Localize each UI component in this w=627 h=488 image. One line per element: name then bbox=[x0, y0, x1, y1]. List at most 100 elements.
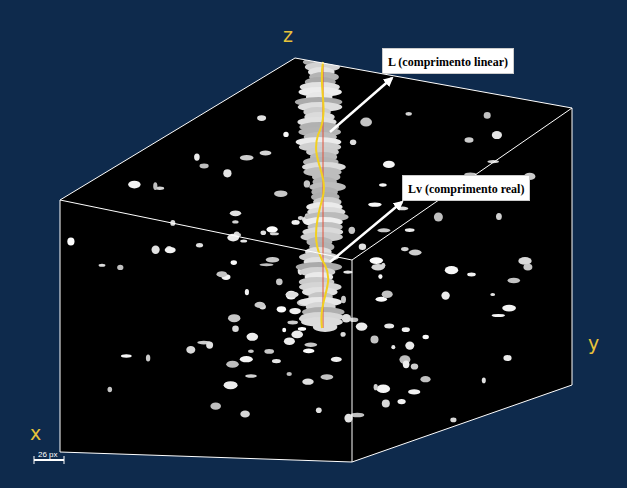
pore-blob bbox=[397, 207, 408, 211]
pore-blob bbox=[382, 291, 393, 299]
pore-blob bbox=[467, 273, 476, 277]
pore-blob bbox=[223, 169, 231, 177]
pore-blob bbox=[289, 308, 301, 314]
pore-blobs bbox=[67, 112, 535, 423]
pore-blob bbox=[231, 260, 237, 265]
pore-blob bbox=[401, 247, 409, 251]
pore-blob bbox=[276, 278, 283, 285]
pore-blob bbox=[287, 321, 298, 325]
pore-blob bbox=[371, 335, 379, 343]
pore-blob bbox=[210, 403, 221, 410]
pore-blob bbox=[266, 257, 280, 263]
pore-blob bbox=[287, 372, 292, 376]
pore-blob bbox=[240, 239, 247, 242]
pore-blob bbox=[200, 164, 209, 169]
pore-blob bbox=[331, 357, 342, 362]
pore-blob bbox=[186, 346, 195, 354]
pore-blob bbox=[391, 345, 395, 349]
pore-blob bbox=[121, 354, 132, 357]
pore-blob bbox=[523, 264, 532, 271]
pore-blob bbox=[230, 210, 241, 216]
pore-blob bbox=[374, 384, 378, 390]
pore-slice bbox=[313, 322, 337, 332]
pore-blob bbox=[274, 190, 287, 197]
pore-blob bbox=[170, 120, 178, 127]
pore-blob bbox=[316, 408, 322, 414]
pore-blob bbox=[378, 274, 382, 279]
pore-blob bbox=[152, 246, 160, 254]
pore-blob bbox=[283, 132, 288, 137]
pore-blob bbox=[272, 359, 281, 363]
pore-blob bbox=[518, 257, 531, 265]
pore-blob bbox=[245, 374, 257, 378]
pore-blob bbox=[484, 112, 491, 119]
pore-blob bbox=[257, 115, 266, 121]
pore-blob bbox=[368, 202, 382, 206]
pore-blob bbox=[411, 363, 418, 369]
pore-blob bbox=[370, 257, 383, 264]
pore-blob bbox=[350, 140, 356, 146]
pore-blob bbox=[248, 350, 254, 353]
scale-bar-tick bbox=[34, 456, 35, 464]
pore-blob bbox=[405, 341, 414, 349]
pore-blob bbox=[146, 355, 150, 362]
pore-blob bbox=[492, 314, 505, 317]
pore-blob bbox=[232, 220, 238, 223]
pore-blob bbox=[245, 289, 249, 295]
pore-blob bbox=[403, 360, 410, 368]
pore-blob bbox=[405, 228, 415, 232]
axis-label: x bbox=[30, 422, 41, 444]
pore-blob bbox=[434, 213, 443, 222]
pore-blob bbox=[508, 278, 521, 284]
pore-blob bbox=[304, 180, 310, 187]
pore-blob bbox=[377, 385, 391, 394]
pore-blob bbox=[247, 333, 259, 341]
pore-blob bbox=[267, 226, 278, 233]
pore-blob bbox=[282, 328, 286, 332]
pore-blob bbox=[261, 230, 267, 235]
pore-blob bbox=[277, 306, 286, 312]
pore-blob bbox=[303, 349, 314, 354]
pore-blob bbox=[349, 227, 356, 234]
callout-box: L (comprimento linear) bbox=[382, 48, 514, 74]
pore-blob bbox=[343, 270, 352, 273]
pore-blob bbox=[490, 293, 495, 296]
pore-blob bbox=[402, 327, 410, 332]
callout-text: L (comprimento linear) bbox=[388, 55, 508, 69]
pore-blob bbox=[450, 418, 456, 423]
pore-blob bbox=[372, 264, 385, 271]
volume-box bbox=[60, 58, 572, 462]
axis-label: z bbox=[283, 24, 293, 46]
real-length-curve bbox=[316, 62, 328, 328]
pore-blob bbox=[420, 376, 430, 382]
pore-blob bbox=[165, 247, 176, 253]
pore-blob bbox=[128, 181, 140, 189]
pore-blob bbox=[292, 220, 300, 225]
pore-blob bbox=[441, 292, 449, 300]
pore-blob bbox=[67, 238, 74, 246]
pore-blob bbox=[408, 389, 420, 394]
pore-blob bbox=[503, 355, 511, 361]
scale-label: 26 px bbox=[38, 450, 58, 459]
pore-blob bbox=[153, 182, 157, 190]
pore-blob bbox=[240, 411, 250, 418]
pore-blob bbox=[270, 232, 279, 235]
scale-bar-tick bbox=[64, 456, 65, 464]
pore-blob bbox=[264, 349, 274, 354]
pore-blob bbox=[492, 131, 502, 139]
pore-blob bbox=[286, 291, 299, 297]
pore-blob bbox=[117, 265, 123, 270]
pore-blob bbox=[496, 213, 502, 220]
callout-text: Lv (comprimento real) bbox=[408, 182, 524, 196]
pore-blob bbox=[342, 314, 351, 322]
pore-blob bbox=[465, 137, 474, 143]
pore-blob bbox=[254, 302, 265, 308]
pore-blob bbox=[445, 266, 458, 274]
pore-blob bbox=[217, 271, 228, 277]
scale-bar bbox=[34, 459, 64, 461]
pore-blob bbox=[232, 326, 239, 333]
pore-blob bbox=[224, 381, 238, 389]
pore-blob bbox=[377, 228, 390, 232]
pore-blob bbox=[383, 161, 395, 168]
pore-blob bbox=[240, 155, 254, 161]
